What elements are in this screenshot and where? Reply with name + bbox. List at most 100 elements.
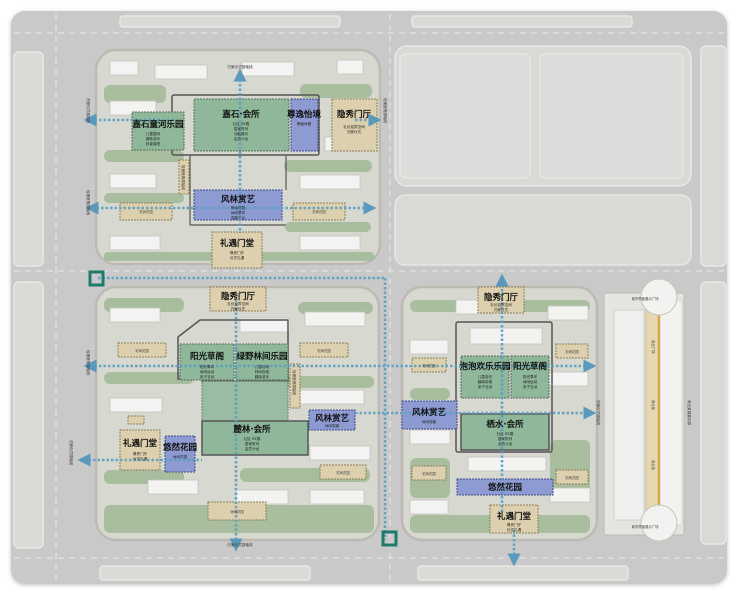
label-west-luxing: 麓林·会所 — [232, 424, 271, 435]
sub-west-lvye-1: 林间探索 — [255, 369, 270, 374]
label-north-liyu: 礼遇门堂 — [220, 238, 255, 249]
plaza-circle-bottom — [640, 504, 678, 542]
axis-node-south — [381, 530, 398, 547]
label-west-youran: 悠然花园 — [162, 442, 197, 453]
zone-east-liyu — [489, 504, 539, 534]
label-west-w4: 休闲花园 — [230, 509, 244, 514]
road-label-east-right: 归家仪式感轴线 — [596, 400, 601, 426]
zone-west-yangguang — [179, 343, 235, 381]
label-east-plaza-bottom: 城市界面展示广场 — [631, 524, 659, 529]
road-label-north-east: 轻奢度假感轴线 — [383, 98, 388, 124]
sub-jiashi-garden-1: 趣味游乐 — [146, 136, 161, 141]
label-west-lvye: 绿野林间乐园 — [236, 351, 287, 362]
sub-north-fenglin-0: 静谧花园 — [231, 205, 246, 210]
sub-west-luxing-0: 社区 RE展 — [244, 436, 261, 441]
label-west-liyu: 礼遇门堂 — [123, 438, 158, 449]
sub-north-yinxiu-1: 归家仪式 — [347, 129, 362, 134]
sub-north-liyu-0: 尊贵门厅 — [230, 250, 245, 255]
sub-west-luxing-1: 居家陈列 — [245, 441, 260, 446]
sub-west-fenglin-0: 休闲观景 — [325, 423, 340, 428]
sub-west-yangguang-1: 休闲运动 — [200, 369, 215, 374]
label-west-yangguang: 阳光草阁 — [190, 351, 224, 362]
zone-west-yinxiu — [209, 286, 267, 312]
zone-west-youran — [164, 435, 196, 473]
commercial-strip — [603, 278, 685, 542]
road-label-north: 归家仪式感轴线 — [227, 64, 253, 69]
zone-west-fenglin — [308, 409, 356, 431]
sub-jiashi-garden-0: 儿童嬉戏 — [146, 131, 161, 136]
sub-west-lvye-0: 儿童活动 — [255, 364, 270, 369]
zone-west-w3 — [319, 464, 367, 480]
zone-east-e3 — [555, 469, 589, 485]
sub-jiashi-huisuo-1: 居家陈列 — [234, 126, 249, 131]
sub-east-yangguang-2: 亲子互动 — [523, 384, 538, 389]
road-label-north-vertical: 轻奢度假感轴线 — [181, 165, 186, 191]
label-east-paopao: 泡泡欢乐乐园 — [459, 361, 510, 372]
label-west-w2: 宅间花园 — [317, 348, 331, 353]
label-west-w1: 宅间花园 — [135, 348, 149, 353]
zone-north-liyu — [211, 231, 263, 269]
label-east-e3: 宅间花园 — [565, 475, 579, 480]
label-east-fenglin: 风林赏艺 — [412, 407, 447, 418]
road-label-west-mid: 轻奢度假感轴线 — [86, 190, 91, 216]
plaza-circle-top — [640, 278, 678, 316]
sub-west-yinxiu-1: 归家仪式 — [231, 306, 246, 311]
sub-east-paopao-2: 亲子互动 — [478, 384, 493, 389]
road-label-west-vertical: 轻奢度假感轴线 — [292, 370, 297, 396]
road-centerlines — [14, 14, 726, 582]
sub-east-paopao-0: 儿童游乐 — [478, 374, 493, 379]
sub-east-qishui-2: 会员沙龙 — [498, 441, 513, 446]
label-north-yinxiu: 隐秀门厅 — [337, 109, 372, 120]
axis-node-northwest — [88, 270, 105, 287]
sub-west-lvye-2: 趣味游乐 — [255, 374, 270, 379]
sub-north-liyu-1: 仪式礼遇 — [230, 255, 245, 260]
zones-west — [117, 286, 367, 521]
sub-north-fenglin-1: 休闲草坪 — [231, 210, 246, 215]
sub-east-paopao-1: 趣味探索 — [478, 379, 493, 384]
sub-east-yinxiu-0: 礼仪迎宾空间 — [490, 302, 512, 307]
sub-east-liyu-1: 仪式礼遇 — [507, 527, 522, 532]
zone-jiashi-garden — [131, 111, 185, 151]
label-east-e6: 商业街 — [651, 400, 656, 411]
label-east-yangguang: 阳光草阁 — [513, 361, 547, 372]
label-east-qishui: 栖水·会所 — [486, 419, 524, 430]
landscape-axes — [77, 68, 597, 567]
sub-west-liyu-1: 仪式礼遇 — [133, 456, 148, 461]
sub-west-yinxiu-0: 礼仪迎宾空间 — [227, 301, 249, 306]
vegetation — [104, 84, 590, 533]
sub-north-yinxiu-0: 礼仪迎宾空间 — [343, 124, 365, 129]
label-east-e5: 商业广场 — [651, 340, 656, 354]
sub-east-yangguang-0: 阳光草坪 — [523, 374, 538, 379]
label-jiashi-garden: 嘉石童河乐园 — [131, 119, 183, 130]
sub-north-fenglin-2: 观景平台 — [231, 215, 246, 220]
sub-east-fenglin-0: 休闲观景 — [422, 419, 437, 424]
label-jiashi-huisuo: 嘉石·会所 — [221, 109, 260, 120]
road-label-south: 归家仪式感轴线 — [227, 542, 253, 547]
zone-jiashi-huisuo — [193, 98, 290, 152]
label-east-plaza-top: 城市界面展示广场 — [631, 296, 659, 301]
label-north-n1: 宅间花园 — [139, 209, 153, 214]
label-east-liyu: 礼遇门堂 — [497, 511, 532, 522]
sub-east-qishui-0: 社区 RE展 — [497, 431, 514, 436]
label-east-e7: 商业街 — [651, 460, 656, 471]
zone-west-w1 — [117, 342, 167, 358]
label-north-yiyuan: 尊逸怡境 — [287, 109, 322, 120]
zone-east-e4 — [411, 465, 447, 481]
zone-north-yiyuan — [290, 98, 319, 152]
sub-jiashi-huisuo-0: 社区 RE展 — [233, 121, 250, 126]
sub-west-liyu-0: 尊贵门厅 — [133, 451, 148, 456]
sub-west-youran-0: 休闲花园 — [173, 454, 188, 459]
sub-east-qishui-1: 居家陈列 — [498, 436, 513, 441]
sub-west-luxing-2: 会员沙龙 — [245, 446, 260, 451]
label-north-n2: 宅间花园 — [312, 209, 326, 214]
road-label-west-upper: 归家仪式感轴线 — [86, 98, 91, 124]
sub-jiashi-huisuo-3: 会员沙龙 — [234, 136, 249, 141]
sub-east-liyu-0: 尊贵门厅 — [507, 522, 522, 527]
zone-east-fenglin — [401, 400, 458, 430]
zone-west-w2 — [299, 342, 349, 358]
sub-north-yiyuan-0: 静谧休憩 — [297, 121, 312, 126]
label-west-w3: 宅间花园 — [336, 470, 350, 475]
zone-east-youran — [456, 478, 554, 496]
label-north-fenglin: 风林赏艺 — [221, 194, 256, 205]
label-west-yinxiu: 隐秀门厅 — [221, 291, 256, 302]
